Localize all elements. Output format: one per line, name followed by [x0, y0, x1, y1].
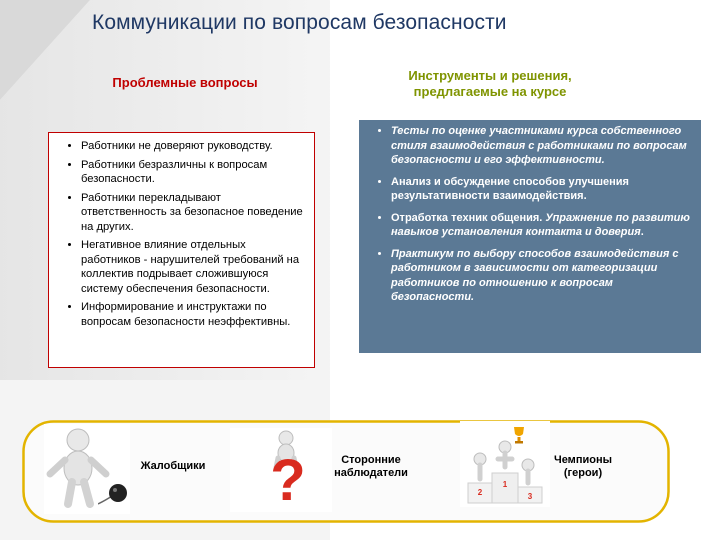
solution-item: Практикум по выбору способов взаимодейст…	[391, 247, 691, 305]
solutions-box: Тесты по оценке участниками курса собств…	[359, 120, 701, 353]
observer-figure-icon	[273, 430, 299, 471]
complainers-label: Жалобщики	[140, 460, 206, 472]
observers-card: ?	[230, 428, 332, 512]
problem-item: Работники перекладывают ответственность …	[81, 191, 306, 235]
complainer-figure-icon	[46, 428, 110, 508]
observers-label-line2: наблюдатели	[334, 467, 408, 479]
champions-card: 1 2 3	[460, 421, 550, 507]
solution-item: Тесты по оценке участниками курса собств…	[391, 124, 691, 168]
complainer-card	[44, 424, 130, 514]
problems-list: Работники не доверяют руководству. Работ…	[49, 133, 314, 329]
podium-icon: 1 2 3	[467, 440, 543, 504]
question-mark-icon: ?	[270, 450, 305, 510]
ball-and-chain-icon	[98, 484, 127, 505]
problem-item: Информирование и инструктажи по вопросам…	[81, 300, 306, 329]
solutions-heading-line2: предлагаемые на курсе	[413, 84, 567, 99]
champions-label-line2: (герои)	[563, 467, 603, 479]
observers-label-line1: Сторонние	[341, 454, 401, 466]
solution-item-emphasis: Упражнение по развитию навыков установле…	[391, 211, 690, 239]
solutions-heading-line1: Инструменты и решения,	[408, 68, 572, 83]
observers-label: Сторонние наблюдатели	[326, 454, 416, 480]
champions-label: Чемпионы (герои)	[545, 454, 621, 480]
podium-third: 3	[528, 492, 533, 501]
svg-text:?: ?	[270, 450, 305, 510]
solutions-heading: Инструменты и решения, предлагаемые на к…	[360, 68, 620, 100]
problem-item: Негативное влияние отдельных работников …	[81, 238, 306, 296]
page-title: Коммуникации по вопросам безопасности	[92, 11, 507, 34]
problems-heading: Проблемные вопросы	[112, 75, 258, 90]
solution-item-text: Отработка техник общения.	[391, 211, 546, 224]
trophy-icon	[514, 427, 524, 444]
podium-second: 2	[478, 488, 483, 497]
solutions-list: Тесты по оценке участниками курса собств…	[359, 120, 701, 305]
problems-box: Работники не доверяют руководству. Работ…	[48, 132, 315, 368]
problem-item: Работники не доверяют руководству.	[81, 139, 306, 154]
solution-item: Анализ и обсуждение способов улучшения р…	[391, 175, 691, 204]
podium-first: 1	[503, 480, 508, 489]
solution-item: Отработка техник общения. Упражнение по …	[391, 211, 691, 240]
champions-label-line1: Чемпионы	[553, 454, 612, 466]
solution-item-end: .	[640, 226, 644, 238]
problem-item: Работники безразличны к вопросам безопас…	[81, 158, 306, 187]
